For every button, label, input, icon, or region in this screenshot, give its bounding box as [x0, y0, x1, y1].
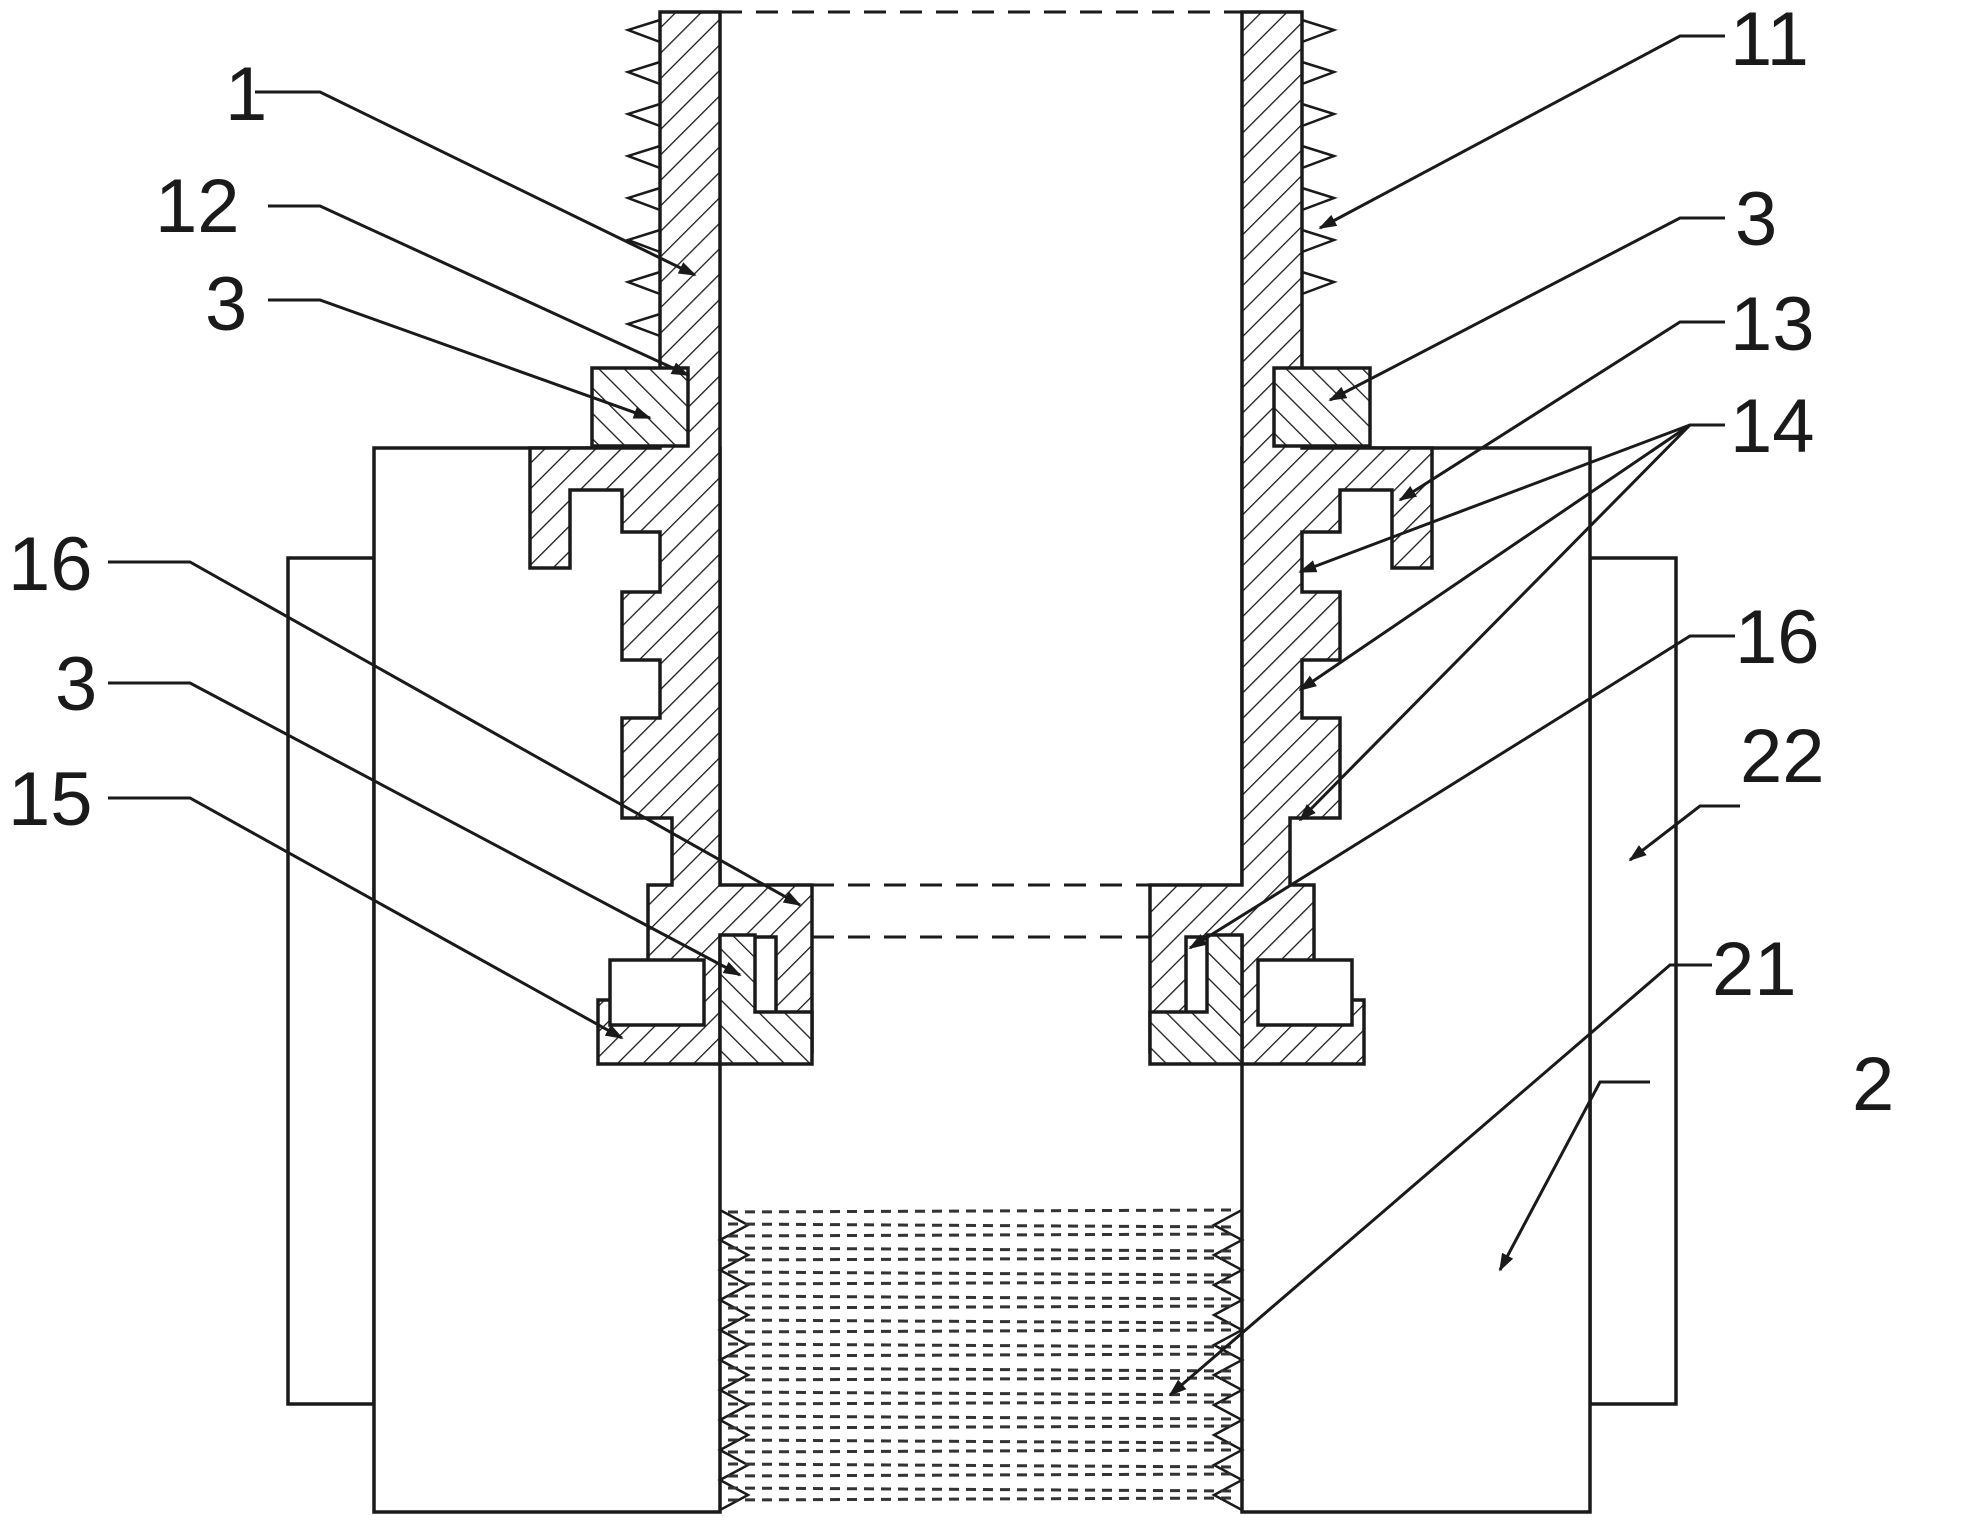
label-21: 21: [1712, 927, 1797, 1012]
thread-dot-row: [728, 1306, 1234, 1308]
external-thread-11: [628, 20, 1334, 336]
thread-dot-row: [728, 1498, 1234, 1500]
thread-dot-row: [728, 1392, 1234, 1395]
label-16-right: 16: [1735, 595, 1820, 680]
thread-dot-row: [728, 1224, 1234, 1227]
label-3-top-right: 3: [1735, 177, 1777, 262]
label-14: 14: [1730, 384, 1815, 469]
thread-dot-row: [728, 1440, 1234, 1443]
thread-dot-row: [728, 1234, 1234, 1236]
label-16-left: 16: [8, 522, 93, 607]
thread-dot-row: [728, 1368, 1234, 1371]
main-body-2: [374, 448, 1590, 1512]
thread-dot-row: [728, 1272, 1234, 1275]
label-1: 1: [225, 52, 267, 137]
thread-dot-row: [728, 1248, 1234, 1251]
label-3-top-left: 3: [205, 262, 247, 347]
thread-dot-row: [728, 1474, 1234, 1476]
thread-dot-row: [728, 1330, 1234, 1332]
thread-dot-row: [728, 1378, 1234, 1380]
thread-dot-row: [728, 1416, 1234, 1419]
thread-dot-row: [728, 1426, 1234, 1428]
dashed-lines: [720, 12, 1242, 937]
internal-thread-21: [720, 1210, 1242, 1510]
thread-dot-row: [728, 1402, 1234, 1404]
label-15: 15: [8, 757, 93, 842]
thread-dot-row: [728, 1344, 1234, 1347]
thread-dot-row: [728, 1210, 1234, 1212]
thread-dot-row: [728, 1296, 1234, 1299]
label-3-mid-left: 3: [55, 642, 97, 727]
thread-dot-row: [728, 1258, 1234, 1260]
label-11: 11: [1730, 0, 1809, 82]
label-2: 2: [1852, 1042, 1894, 1127]
label-13: 13: [1730, 282, 1815, 367]
thread-dot-row: [728, 1320, 1234, 1323]
thread-dot-row: [728, 1450, 1234, 1452]
thread-dot-row: [728, 1464, 1234, 1467]
label-12: 12: [155, 164, 240, 249]
thread-dot-row: [728, 1354, 1234, 1356]
thread-dot-row: [728, 1282, 1234, 1284]
thread-dot-row: [728, 1488, 1234, 1491]
label-22: 22: [1740, 714, 1825, 799]
